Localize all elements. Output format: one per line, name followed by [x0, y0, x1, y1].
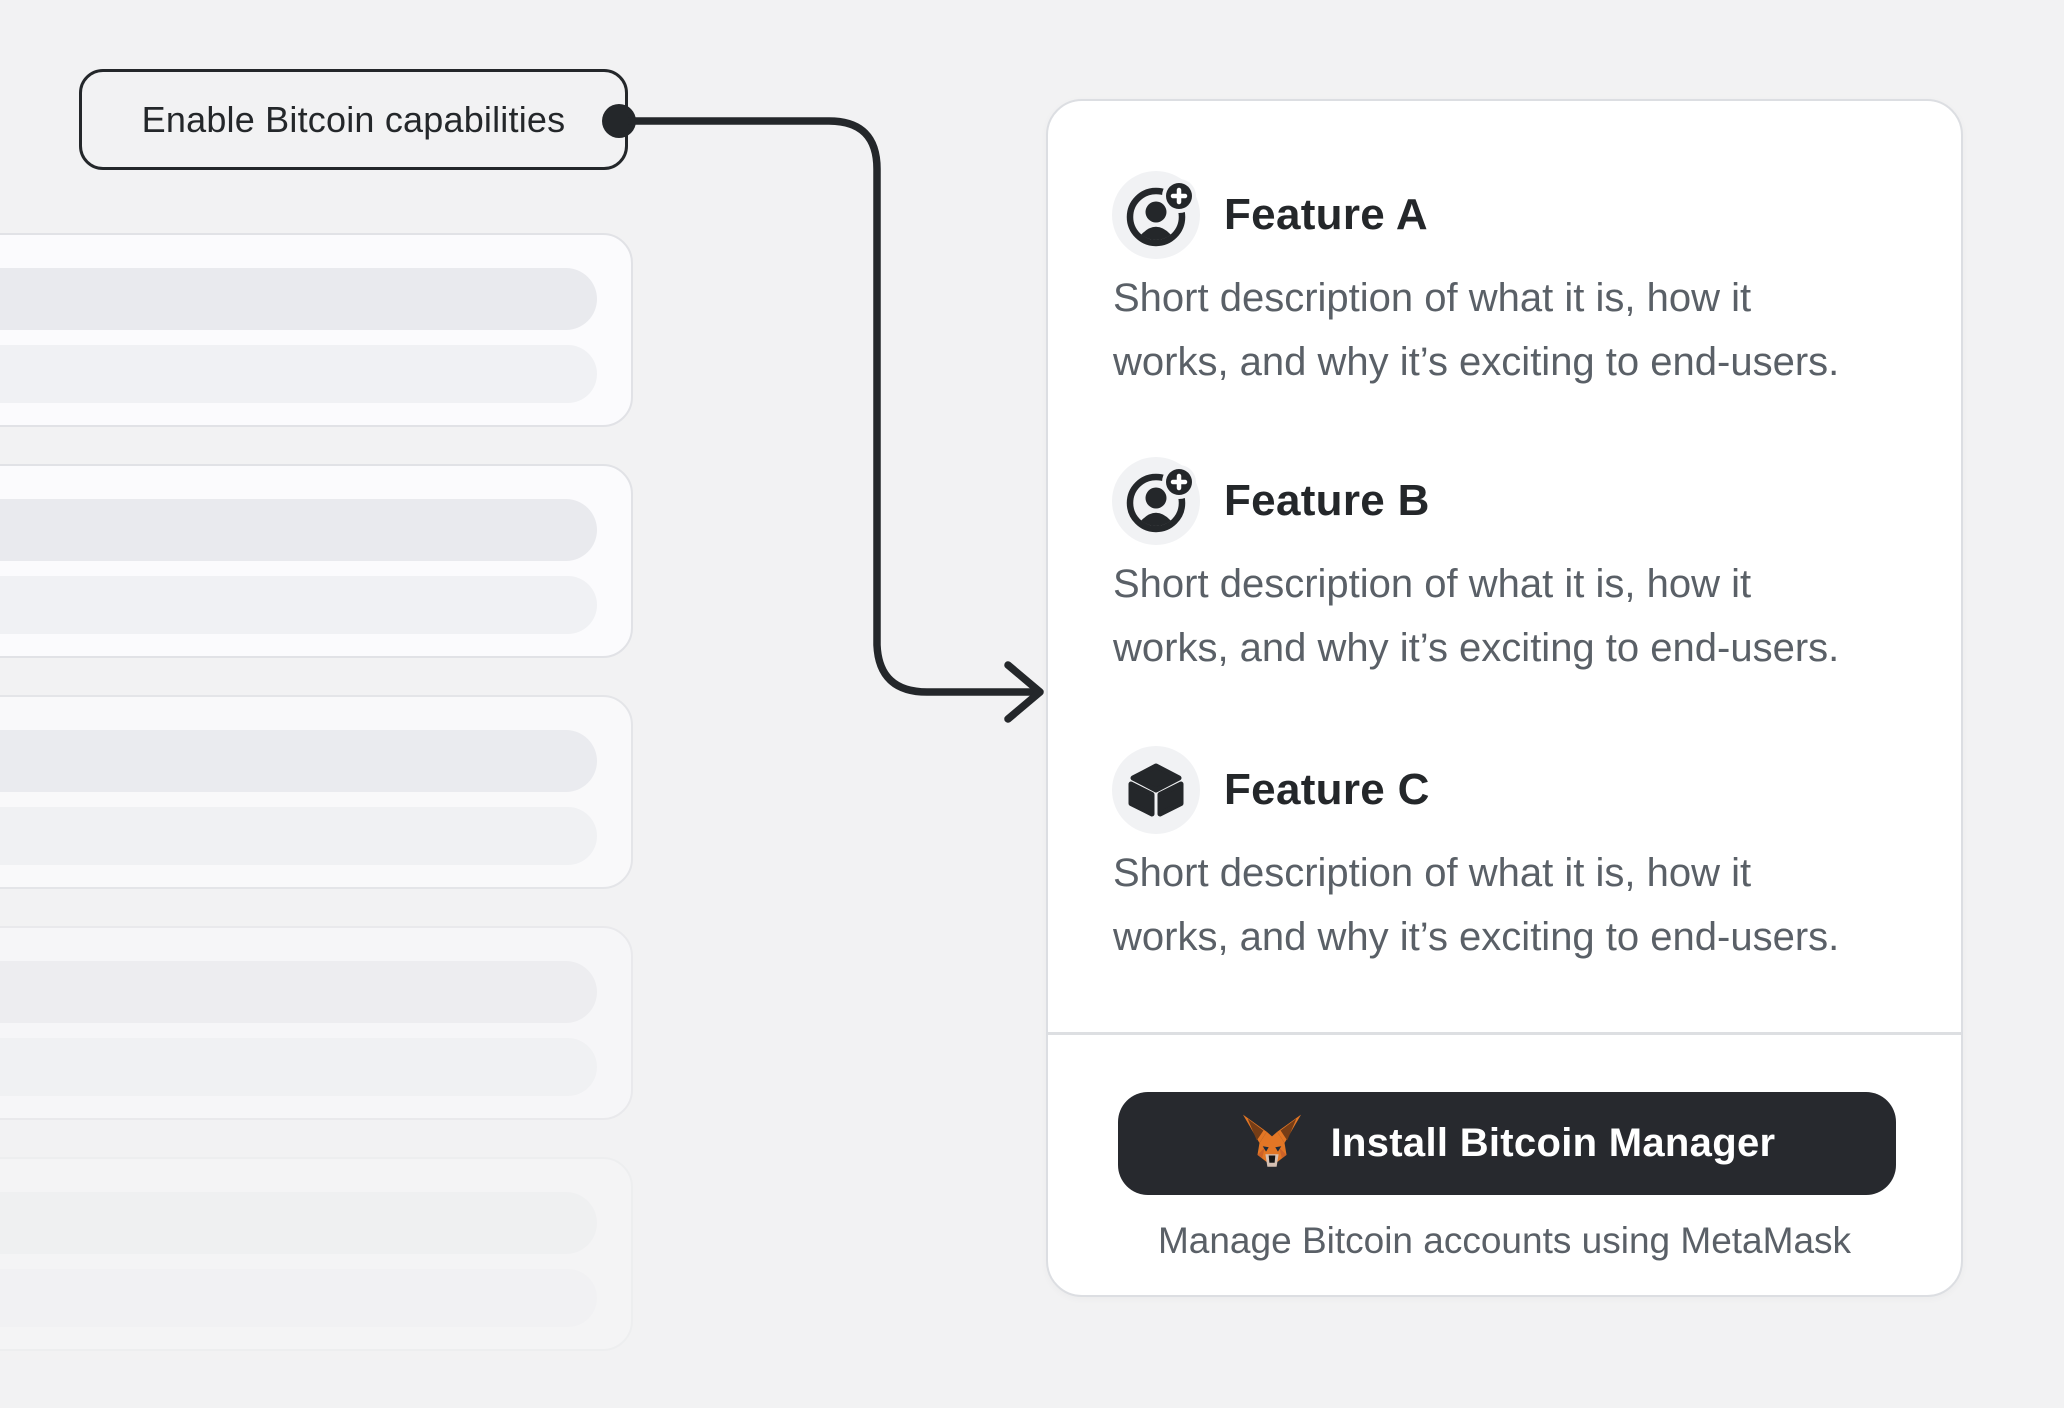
skeleton-card	[0, 695, 633, 889]
description-line: Short description of what it is, how it	[1113, 276, 1752, 320]
skeleton-bar	[0, 1038, 597, 1096]
callout-label: Enable Bitcoin capabilities	[79, 69, 628, 170]
callout-text: Enable Bitcoin capabilities	[141, 98, 566, 140]
skeleton-bar	[0, 268, 597, 330]
feature-title: Feature C	[1224, 765, 1430, 814]
features-card: Feature A Short description of what it i…	[1046, 99, 1963, 1297]
skeleton-bar	[0, 730, 597, 792]
user-plus-icon	[1126, 179, 1196, 247]
description-line: Short description of what it is, how it	[1113, 851, 1752, 895]
skeleton-bar	[0, 1192, 597, 1254]
skeleton-bar	[0, 807, 597, 865]
arrowhead	[1004, 661, 1044, 723]
install-button-label: Install Bitcoin Manager	[1330, 1121, 1776, 1165]
skeleton-bar	[0, 576, 597, 634]
skeleton-card	[0, 926, 633, 1120]
feature-title: Feature A	[1224, 190, 1429, 239]
feature-title: Feature B	[1224, 476, 1430, 525]
feature-icon-chip	[1112, 171, 1200, 259]
divider	[1048, 1032, 1961, 1035]
description-line: works, and why it’s exciting to end-user…	[1113, 626, 1840, 670]
skeleton-bar	[0, 961, 597, 1023]
user-plus-icon	[1126, 465, 1196, 533]
feature-description: Short description of what it is, how it …	[1113, 266, 1933, 394]
skeleton-card	[0, 1157, 633, 1351]
install-bitcoin-manager-button[interactable]: Install Bitcoin Manager	[1118, 1092, 1896, 1195]
skeleton-bar	[0, 1269, 597, 1327]
description-line: works, and why it’s exciting to end-user…	[1113, 340, 1840, 384]
feature-description: Short description of what it is, how it …	[1113, 841, 1933, 969]
skeleton-bar	[0, 499, 597, 561]
footer-caption: Manage Bitcoin accounts using MetaMask	[1157, 1220, 1852, 1261]
metamask-fox-icon	[1242, 1114, 1301, 1167]
cube-icon	[1128, 763, 1184, 817]
feature-description: Short description of what it is, how it …	[1113, 552, 1933, 680]
skeleton-card	[0, 464, 633, 658]
description-line: works, and why it’s exciting to end-user…	[1113, 915, 1840, 959]
skeleton-card	[0, 233, 633, 427]
skeleton-bar	[0, 345, 597, 403]
feature-icon-chip	[1112, 746, 1200, 834]
feature-icon-chip	[1112, 457, 1200, 545]
description-line: Short description of what it is, how it	[1113, 562, 1752, 606]
